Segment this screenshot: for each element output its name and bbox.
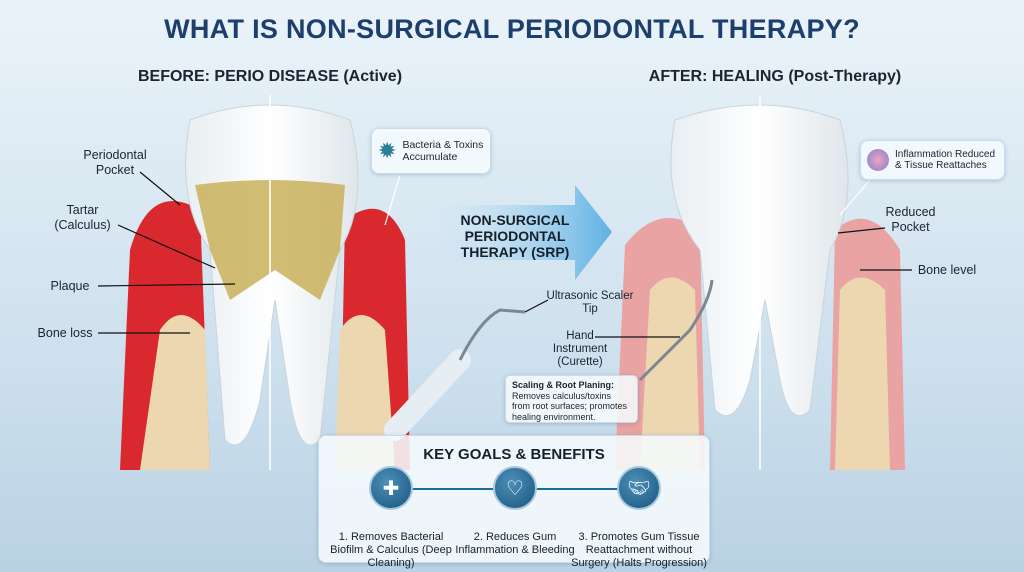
heart-leaf-icon: ♡: [493, 466, 537, 510]
goal-3: 3. Promotes Gum Tissue Reattachment with…: [571, 531, 707, 569]
therapy-arrow-label: NON-SURGICAL PERIODONTAL THERAPY (SRP): [460, 212, 570, 260]
shield-cross-icon: ✚: [369, 466, 413, 510]
srp-title: Scaling & Root Planing:: [512, 380, 615, 390]
key-goals-panel: KEY GOALS & BENEFITS ✚ ♡ 🤝︎ 1. Removes B…: [318, 435, 710, 569]
diseased-tooth-diagram: [120, 95, 410, 470]
goal-1: 1. Removes Bacterial Biofilm & Calculus …: [330, 531, 452, 569]
ultrasonic-scaler-instrument: [384, 308, 526, 441]
page-title: WHAT IS NON-SURGICAL PERIODONTAL THERAPY…: [164, 14, 860, 44]
label-hand-instrument: Hand Instrument (Curette): [552, 330, 608, 368]
before-heading: BEFORE: PERIO DISEASE (Active): [137, 68, 403, 85]
leader-lines: [97, 171, 912, 338]
bacteria-icon: ✹: [378, 138, 397, 163]
label-periodontal-pocket: Periodontal Pocket: [83, 148, 147, 177]
bacteria-callout: ✹ Bacteria & Toxins Accumulate: [371, 128, 491, 174]
srp-info-box: Scaling & Root Planing: Removes calculus…: [505, 375, 638, 423]
curette-instrument: [638, 279, 714, 382]
label-bone-level: Bone level: [917, 263, 977, 277]
goal-2: 2. Reduces Gum Inflammation & Bleeding: [455, 531, 575, 556]
after-heading: AFTER: HEALING (Post-Therapy): [648, 68, 902, 85]
tissue-cell-icon: [867, 149, 889, 171]
label-plaque: Plaque: [50, 279, 90, 293]
label-ultrasonic-scaler: Ultrasonic Scaler Tip: [546, 290, 634, 315]
label-reduced-pocket: Reduced Pocket: [885, 205, 936, 234]
therapy-arrow: [440, 185, 612, 280]
handshake-icon: 🤝︎: [617, 466, 661, 510]
srp-text: Removes calculus/toxins from root surfac…: [512, 390, 628, 422]
label-bone-loss: Bone loss: [37, 326, 93, 340]
label-tartar: Tartar (Calculus): [54, 203, 111, 232]
goals-title: KEY GOALS & BENEFITS: [423, 446, 605, 463]
inflammation-callout: Inflammation Reduced & Tissue Reattaches: [860, 140, 1005, 180]
